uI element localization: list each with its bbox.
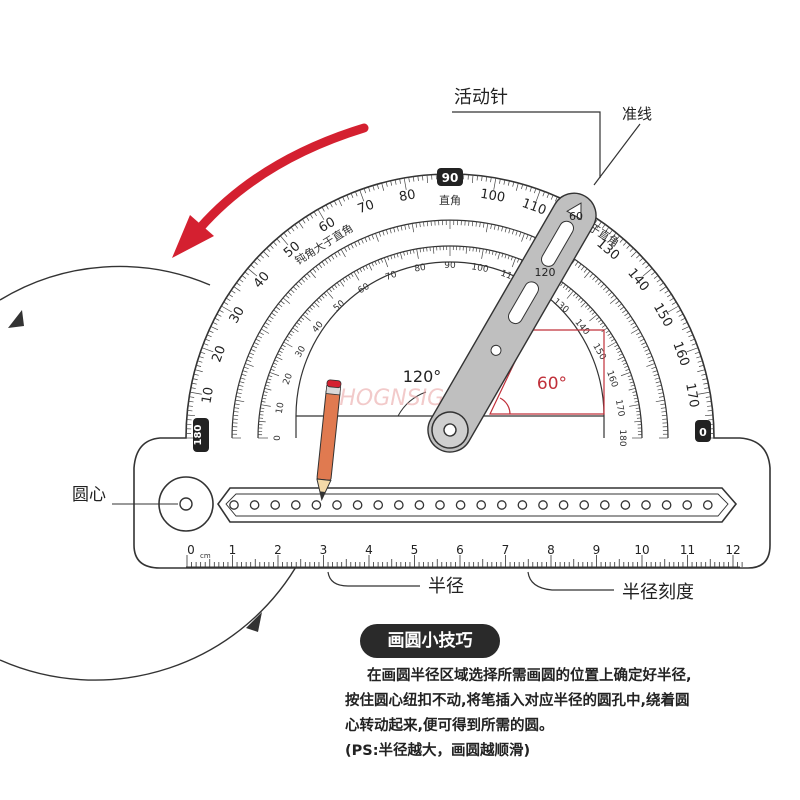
ruler-number: 7 [502, 543, 510, 557]
ruler-number: 10 [634, 543, 649, 557]
radius-hole[interactable] [559, 501, 567, 509]
movable-pin-label: 活动针 [454, 87, 508, 108]
guide-leader-line [594, 124, 640, 185]
radius-hole[interactable] [271, 501, 279, 509]
outer-number: 80 [398, 187, 417, 205]
radius-hole[interactable] [292, 501, 300, 509]
radius-hole[interactable] [662, 501, 670, 509]
radius-hole[interactable] [704, 501, 712, 509]
inner-number: 0 [273, 435, 283, 441]
radius-hole[interactable] [250, 501, 258, 509]
radius-label: 半径 [428, 576, 464, 597]
tips-line-2: 按住圆心纽扣不动,将笔插入对应半径的圆孔中,绕着圆 [345, 689, 795, 714]
angle-60-label: 60° [537, 374, 567, 394]
inner-number: 80 [414, 263, 427, 275]
radius-hole[interactable] [312, 501, 320, 509]
ruler-number: 9 [593, 543, 601, 557]
ruler-number: 5 [411, 543, 419, 557]
radius-hole[interactable] [415, 501, 423, 509]
outer-number: 10 [199, 386, 217, 405]
tips-line-1: 在画圆半径区域选择所需画圆的位置上确定好半径, [345, 664, 795, 689]
ruler-number: 11 [680, 543, 695, 557]
radius-bracket [328, 572, 420, 586]
badge-90: 90 [442, 171, 459, 185]
radius-hole[interactable] [601, 501, 609, 509]
radius-hole[interactable] [477, 501, 485, 509]
radius-hole[interactable] [353, 501, 361, 509]
arm-hole-label-120: 120 [535, 266, 556, 279]
radius-hole[interactable] [539, 501, 547, 509]
radius-hole[interactable] [395, 501, 403, 509]
ruler-number: 8 [547, 543, 555, 557]
right-angle-label: 直角 [439, 193, 461, 207]
badge-0: 0 [699, 426, 707, 439]
radius-hole[interactable] [456, 501, 464, 509]
radius-hole[interactable] [683, 501, 691, 509]
radius-hole[interactable] [333, 501, 341, 509]
ruler-number: 2 [274, 543, 282, 557]
ruler-unit: cm [200, 552, 211, 560]
circle-arrow-top-icon [8, 310, 24, 328]
radius-scale-bracket [528, 572, 614, 590]
radius-hole[interactable] [642, 501, 650, 509]
radius-scale-label: 半径刻度 [622, 582, 694, 603]
ruler-number: 6 [456, 543, 464, 557]
ruler-number: 0 [187, 543, 195, 557]
tips-line-3: 心转动起来,便可得到所需的圆。 [345, 714, 795, 739]
tips-body: 在画圆半径区域选择所需画圆的位置上确定好半径, 按住圆心纽扣不动,将笔插入对应半… [345, 664, 795, 764]
ruler-number: 12 [725, 543, 740, 557]
radius-hole[interactable] [436, 501, 444, 509]
guide-line-label: 准线 [622, 105, 652, 123]
ruler-number: 1 [229, 543, 237, 557]
badge-180: 180 [193, 425, 204, 446]
radius-hole[interactable] [230, 501, 238, 509]
center-hole-icon [180, 498, 192, 510]
angle-120-label: 120° [403, 367, 442, 386]
inner-number: 90 [444, 261, 456, 271]
circle-arrow-bottom-icon [246, 612, 262, 632]
radius-hole[interactable] [498, 501, 506, 509]
center-label: 圆心 [72, 485, 106, 505]
radius-hole[interactable] [580, 501, 588, 509]
tips-line-4: (PS:半径越大，画圆越顺滑) [345, 739, 795, 764]
pin-leader-line [452, 112, 600, 178]
inner-number: 10 [275, 401, 287, 414]
ruler-number: 4 [365, 543, 373, 557]
radius-hole[interactable] [621, 501, 629, 509]
inner-number: 180 [617, 429, 627, 446]
radius-hole[interactable] [518, 501, 526, 509]
radius-hole[interactable] [374, 501, 382, 509]
ruler-number: 3 [320, 543, 328, 557]
arm-hole-label-60: 60 [569, 210, 583, 223]
tips-title: 画圆小技巧 [360, 624, 500, 658]
